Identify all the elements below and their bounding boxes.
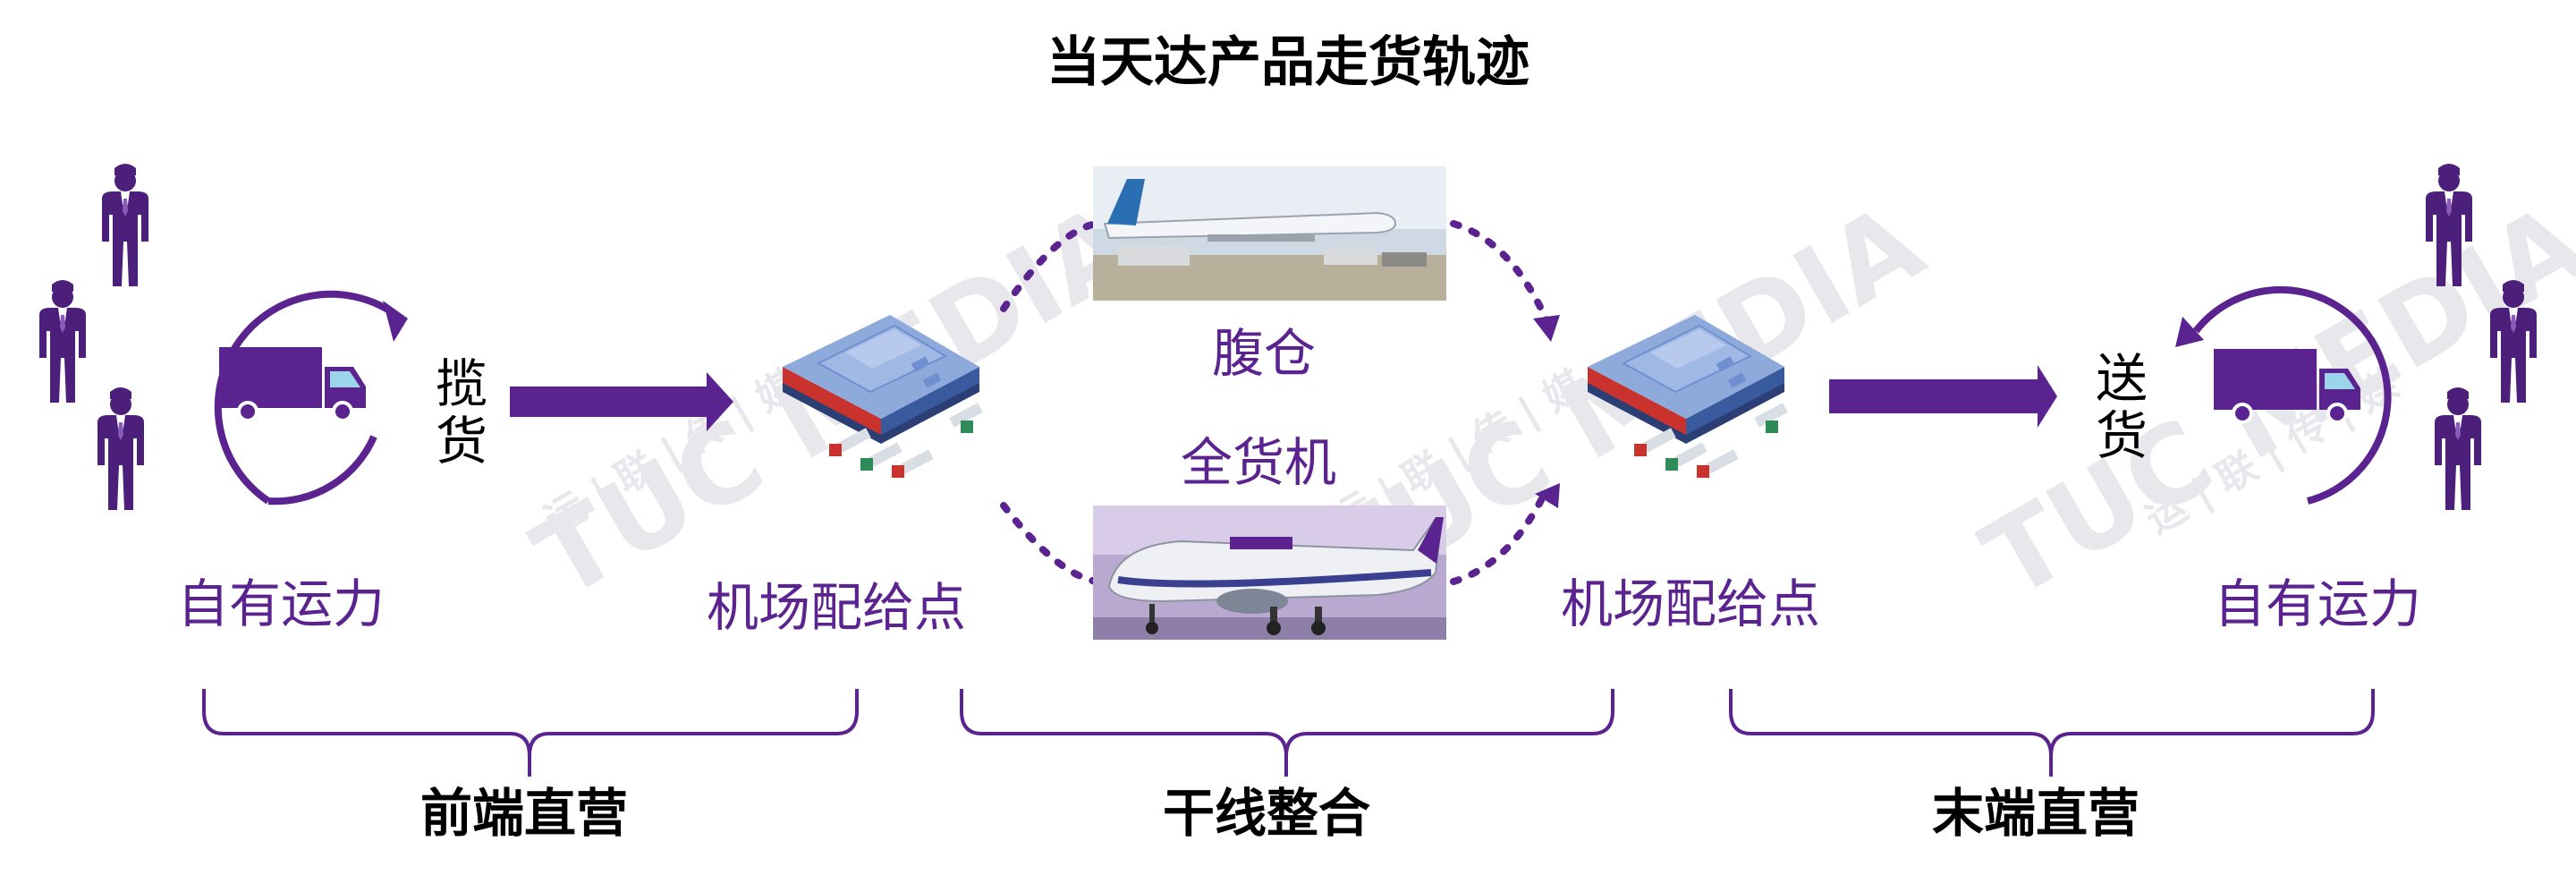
delivery-label: 送货	[2087, 351, 2148, 465]
left-hub-label: 机场配给点	[707, 577, 967, 638]
truck-icon	[2214, 349, 2360, 424]
bracket	[960, 689, 1614, 777]
route-arc	[1000, 220, 1099, 312]
person-icon	[2435, 387, 2481, 510]
person-icon	[97, 387, 144, 510]
cycle-arrow-icon	[2175, 285, 2392, 505]
segment-label-front: 前端直营	[420, 783, 629, 844]
bracket	[1729, 689, 2375, 777]
right-hub-label: 机场配给点	[1561, 573, 1821, 634]
route-arc	[1450, 220, 1551, 326]
segment-label-last-mile: 末端直营	[1932, 783, 2140, 844]
hub-chip-icon	[782, 314, 984, 479]
right-transport-label: 自有运力	[2214, 573, 2422, 634]
belly-cargo-photo	[1093, 166, 1446, 301]
arrow-icon	[1829, 365, 2057, 428]
hub-chip-icon	[1587, 314, 1789, 479]
person-icon	[2490, 280, 2537, 403]
cycle-arrow-icon	[214, 290, 408, 505]
freighter-photo	[1093, 505, 1446, 640]
belly-label: 腹仓	[1212, 323, 1317, 384]
person-icon	[2426, 164, 2472, 286]
truck-icon	[219, 347, 366, 422]
page-title: 当天达产品走货轨迹	[1046, 31, 1530, 94]
freighter-label: 全货机	[1181, 432, 1337, 493]
arrow-icon	[510, 372, 733, 431]
pickup-label: 揽货	[427, 356, 487, 471]
person-icon	[102, 164, 148, 286]
route-arc	[1000, 502, 1099, 585]
person-icon	[39, 280, 86, 403]
bracket	[202, 689, 859, 777]
segment-label-trunk: 干线整合	[1163, 783, 1371, 844]
left-transport-label: 自有运力	[177, 573, 386, 634]
route-arc	[1450, 484, 1551, 585]
